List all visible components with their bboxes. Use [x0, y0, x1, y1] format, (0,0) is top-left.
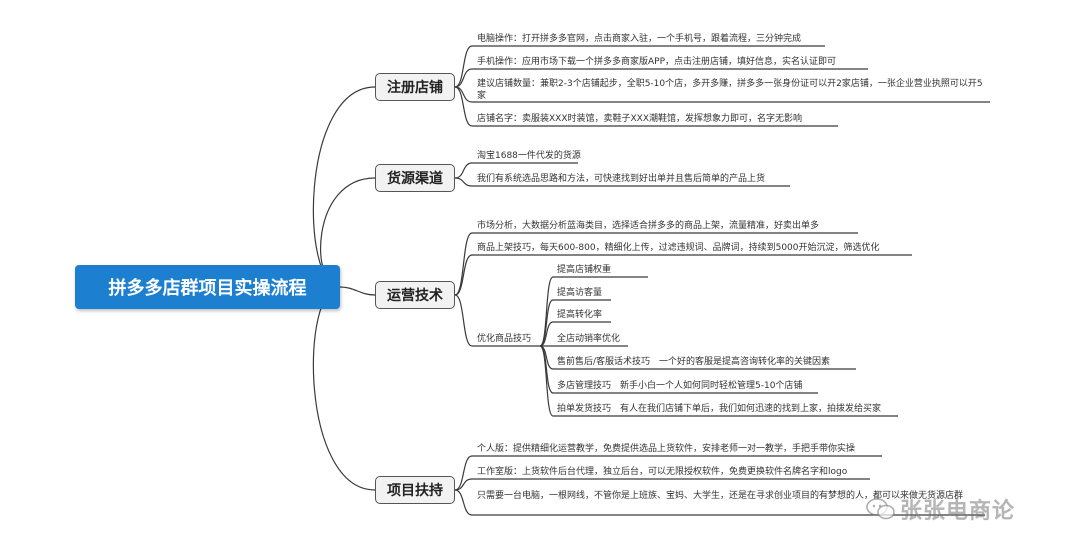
leaf-register-name: 店铺名字：卖服装XXX时装馆，卖鞋子XXX潮鞋馆，发挥想象力即可，名字无影响 — [477, 114, 802, 124]
branch-supply-channel: 货源渠道 — [375, 164, 455, 192]
leaf-supply-system: 我们有系统选品思路和方法，可快速找到好出单并且售后简单的产品上货 — [477, 174, 766, 184]
leaf-supply-1688: 淘宝1688一件代发的货源 — [477, 151, 581, 161]
wechat-icon — [866, 498, 895, 520]
sub-multi-store: 多店管理技巧 新手小白一个人如何同时轻松管理5-10个店铺 — [557, 381, 803, 391]
sub-conversion: 提高转化率 — [557, 310, 603, 320]
leaf-ops-market: 市场分析，大数据分析蓝海类目，选择适合拼多多的商品上架，流量精准，好卖出单多 — [477, 221, 820, 231]
leaf-ops-listing: 商品上架技巧，每天600-800，精细化上传，过滤违规词、品牌词，持续到5000… — [477, 243, 880, 253]
branch-project-support: 项目扶持 — [375, 476, 455, 504]
leaf-register-count: 建议店铺数量：兼职2-3个店铺起步，全职5-10个店，多开多赚，拼多多一张身份证… — [477, 79, 983, 101]
leaf-register-pc: 电脑操作：打开拼多多官网，点击商家入驻，一个手机号，跟着流程，三分钟完成 — [477, 34, 802, 44]
leaf-support-personal: 个人版：提供精细化运营教学，免费提供选品上货软件，安排老师一对一教学，手把手带你… — [477, 444, 856, 454]
branch-operation-skills: 运营技术 — [375, 281, 455, 309]
sub-visitors: 提高访客量 — [557, 288, 603, 298]
watermark: 张张电商论 — [900, 499, 1016, 524]
leaf-support-anyone: 只需要一台电脑，一根网线，不管你是上班族、宝妈、大学生，还是在寻求创业项目的有梦… — [477, 491, 964, 501]
sub-customer-service: 售前售后/客服话术技巧 一个好的客服是提高咨询转化率的关键因素 — [557, 357, 831, 367]
sub-sell-through: 全店动销率优化 — [557, 334, 621, 344]
leaf-register-mobile: 手机操作：应用市场下载一个拼多多商家版APP，点击注册店铺，填好信息，实名认证即… — [477, 57, 837, 67]
branch-register-store: 注册店铺 — [375, 73, 455, 101]
sub-order-shipping: 拍单发货技巧 有人在我们店铺下单后，我们如何迅速的找到上家，拍拨发给买家 — [557, 404, 882, 414]
leaf-ops-optimize: 优化商品技巧 — [477, 334, 532, 344]
leaf-support-studio: 工作室版：上货软件后台代理，独立后台，可以无限授权软件，免费更换软件名牌名字和l… — [477, 467, 848, 477]
sub-weight: 提高店铺权重 — [557, 265, 612, 275]
root-node: 拼多多店群项目实操流程 — [75, 265, 340, 309]
